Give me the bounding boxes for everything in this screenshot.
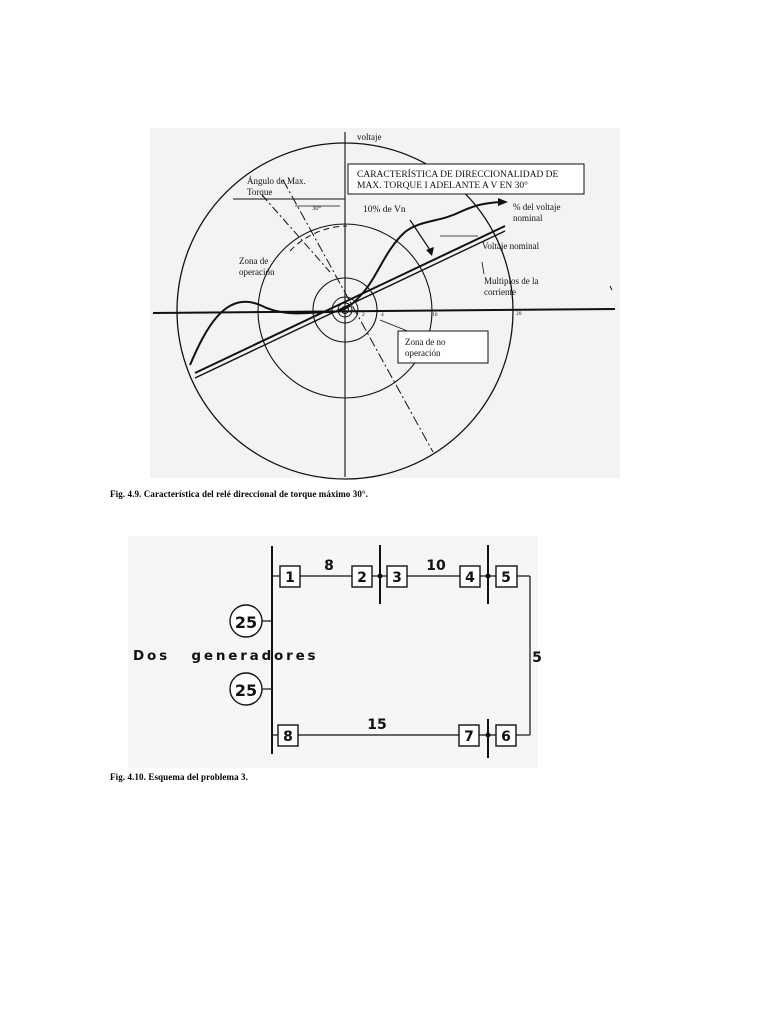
tick-mark (609, 285, 613, 291)
tick-label-20: 20 (516, 311, 522, 317)
angulo-line-1: Ángulo de Max. (247, 176, 306, 186)
relay-label-1: 1 (285, 570, 295, 586)
relay-box-7 (458, 724, 480, 747)
tick-label-10: 10 (432, 312, 438, 318)
node-d (485, 732, 491, 738)
relay-label-3: 3 (392, 570, 402, 586)
generators-label: Dos generadores (133, 648, 318, 664)
line-label-15: 15 (367, 717, 386, 733)
nominal-voltage-curve (189, 201, 501, 366)
relay-box-3 (386, 565, 408, 588)
voltaje-nominal-label: Voltaje nominal (482, 241, 540, 251)
horizontal-axis (152, 308, 616, 314)
title-box (347, 163, 585, 195)
line-label-5: 5 (532, 650, 542, 666)
pct-line-2: nominal (513, 213, 543, 223)
relay-box-5 (495, 565, 518, 588)
node-b (377, 573, 383, 579)
relay-box-2 (351, 565, 373, 588)
relay-box-1 (279, 565, 301, 588)
angulo-line-2: Torque (247, 187, 272, 197)
zona-op-line-1: Zona de (239, 256, 268, 266)
dashed-arc (289, 225, 348, 252)
tick-label-2: 2 (362, 312, 365, 318)
axis-voltaje-label: voltaje (357, 132, 382, 142)
vn-label: 10% de Vn (363, 205, 406, 215)
node-c (485, 573, 491, 579)
relay-box-8 (277, 724, 299, 747)
multiplos-line-1: Multiplos de la (484, 276, 539, 286)
relay-box-6 (495, 724, 517, 747)
characteristic-line-1 (194, 225, 506, 374)
angle-value: 30° (312, 205, 322, 212)
relay-label-8: 8 (283, 729, 293, 745)
generator-1 (229, 604, 263, 638)
vn-pointer (409, 219, 431, 251)
generator-2-label: 25 (235, 681, 257, 700)
generator-1-label: 25 (235, 613, 257, 632)
multiplos-leader (481, 261, 485, 275)
line-label-10: 10 (426, 558, 446, 574)
relay-label-2: 2 (357, 570, 367, 586)
generator-2 (229, 672, 263, 706)
zona-no-line-2: operación (405, 348, 441, 358)
max-torque-line (282, 179, 434, 453)
title-line-1: CARACTERÍSTICA DE DIRECCIONALIDAD DE (357, 168, 559, 180)
reference-line (261, 194, 331, 273)
line-label-8: 8 (324, 558, 334, 574)
title-line-2: MAX. TORQUE I ADELANTE A V EN 30° (357, 180, 528, 191)
voltage-arrow-icon (498, 198, 508, 206)
relay-box-4 (459, 565, 481, 588)
figure-4-10-caption: Fig. 4.10. Esquema del problema 3. (110, 772, 248, 782)
relay-label-7: 7 (464, 729, 474, 745)
zona-leader (379, 319, 411, 333)
figure-4-9-caption: Fig. 4.9. Característica del relé direcc… (110, 489, 368, 499)
relay-label-5: 5 (501, 570, 511, 586)
relay-label-6: 6 (501, 729, 511, 745)
tick-label-4: 4 (381, 312, 384, 318)
zona-no-box (397, 330, 489, 364)
zona-no-line-1: Zona de no (405, 337, 446, 347)
vn-arrow-icon (426, 247, 434, 256)
multiplos-line-2: corriente (484, 287, 516, 297)
relay-label-4: 4 (465, 570, 475, 586)
zona-op-line-2: operación (239, 267, 275, 277)
pct-line-1: % del voltaje (513, 202, 560, 212)
